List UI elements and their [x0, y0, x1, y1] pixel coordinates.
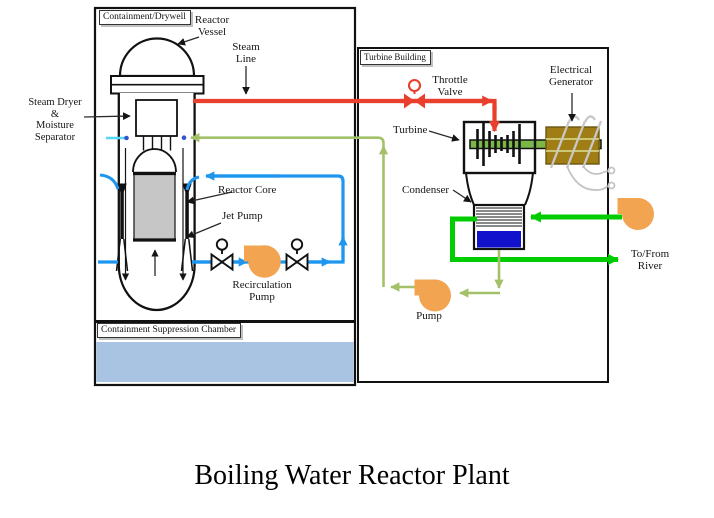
suppression-chamber-label: Containment Suppression Chamber	[97, 323, 242, 338]
suppression-pool-water	[96, 342, 354, 382]
condenser-tubes	[476, 207, 522, 227]
recirculation-loop	[98, 171, 348, 267]
condensate-feedwater-line	[190, 133, 504, 298]
cooling-water-loop	[450, 211, 622, 266]
generator-terminal	[607, 166, 616, 175]
generator-wires	[566, 165, 616, 191]
sparger-nozzle-right	[181, 135, 187, 140]
recirc-valve-2	[285, 238, 309, 272]
label-pointer-arrows	[83, 36, 576, 238]
reactor-vessel-dome	[118, 37, 196, 78]
reactor-vessel	[110, 37, 205, 312]
reactor-core-box	[133, 171, 176, 242]
condenser-label: Condenser	[402, 184, 450, 196]
containment-drywell-label: Containment/Drywell	[99, 10, 191, 25]
electrical-generator-body	[545, 126, 600, 165]
sparger-nozzle-left	[124, 135, 129, 141]
turbine-label: Turbine	[393, 124, 428, 136]
condensate-pump-symbol	[414, 279, 451, 312]
condenser-hotwell-water	[477, 231, 521, 248]
core-shroud-dome	[132, 148, 177, 173]
recirc-valve-1	[210, 238, 234, 272]
dryer-standpipes	[142, 136, 172, 151]
generator-coil	[549, 115, 603, 169]
jet-pump-left	[115, 183, 129, 272]
pump-label: Pump	[416, 310, 442, 322]
turbine-blades	[476, 122, 521, 166]
condenser-neck-left	[465, 172, 475, 206]
turbine-generator-condenser	[462, 115, 616, 251]
diagram-title: Boiling Water Reactor Plant	[194, 460, 510, 491]
river-pump-symbol	[617, 198, 654, 230]
steam-dryer-box	[135, 99, 178, 137]
throttle-valve	[404, 78, 425, 109]
reactor-core-label: Reactor Core	[218, 184, 277, 196]
jet-pump-label: Jet Pump	[222, 210, 263, 222]
condenser-neck-right	[524, 172, 534, 206]
generator-terminal	[607, 181, 616, 190]
recirculation-pump-symbol	[244, 245, 281, 278]
turbine-building-label: Turbine Building	[360, 50, 431, 65]
